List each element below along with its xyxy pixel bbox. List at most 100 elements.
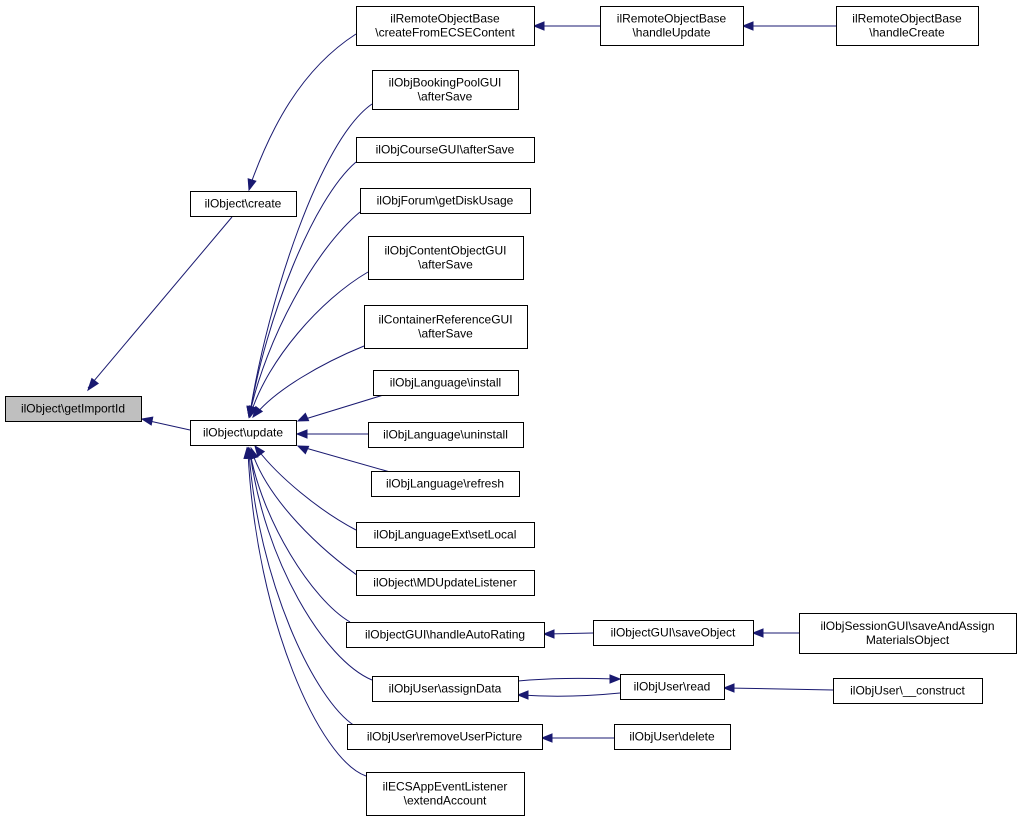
node-langRefresh[interactable]: ilObjLanguage\refresh <box>371 471 520 497</box>
node-bookingPool[interactable]: ilObjBookingPoolGUI\afterSave <box>372 70 519 110</box>
node-label: ilObjUser\assignData <box>389 682 502 696</box>
node-langInstall[interactable]: ilObjLanguage\install <box>373 370 519 396</box>
node-label: ilObjUser\removeUserPicture <box>367 730 523 744</box>
node-userConstruct[interactable]: ilObjUser\__construct <box>833 678 983 704</box>
node-label: ilObjLanguage\uninstall <box>383 428 508 442</box>
node-sessionSave[interactable]: ilObjSessionGUI\saveAndAssignMaterialsOb… <box>799 613 1017 654</box>
node-containerRef[interactable]: ilContainerReferenceGUI\afterSave <box>364 305 528 349</box>
node-box <box>600 6 744 46</box>
edge-line <box>249 103 373 414</box>
node-box <box>614 724 731 750</box>
node-label: \afterSave <box>418 258 473 272</box>
node-box <box>620 674 725 700</box>
edge-line <box>87 216 233 389</box>
node-userRead[interactable]: ilObjUser\read <box>620 674 725 700</box>
edge-forum-to-update <box>246 211 361 419</box>
node-label: ilObjLanguage\refresh <box>386 477 504 491</box>
node-createFromECSE[interactable]: ilRemoteObjectBase\createFromECSEContent <box>356 6 535 46</box>
arrowhead-icon <box>516 690 529 700</box>
edge-line <box>248 451 356 727</box>
node-box <box>372 70 519 110</box>
node-label: ilObjUser\__construct <box>850 684 965 698</box>
node-removePic[interactable]: ilObjUser\removeUserPicture <box>347 724 543 750</box>
node-autoRating[interactable]: ilObjectGUI\handleAutoRating <box>346 622 545 648</box>
node-label: ilObjContentObjectGUI <box>384 244 506 258</box>
edge-line <box>257 449 357 531</box>
edge-handleUpdate-to-createFromECSE <box>532 21 600 31</box>
node-box <box>833 678 983 704</box>
edges <box>87 21 836 777</box>
arrowhead-icon <box>296 412 310 422</box>
node-label: ilObjectGUI\saveObject <box>611 626 736 640</box>
edge-line <box>520 692 621 697</box>
edge-assignData-to-userRead <box>517 674 622 684</box>
node-getImportId[interactable]: ilObject\getImportId <box>5 396 142 422</box>
arrowhead-icon <box>540 733 553 743</box>
node-create[interactable]: ilObject\create <box>190 191 297 217</box>
node-label: ilObjUser\delete <box>629 730 715 744</box>
edge-line <box>251 451 365 581</box>
node-handleUpdate[interactable]: ilRemoteObjectBase\handleUpdate <box>600 6 744 46</box>
node-box <box>356 570 535 596</box>
node-box <box>593 620 754 646</box>
arrowhead-icon <box>542 629 555 639</box>
node-label: ilRemoteObjectBase <box>617 12 727 26</box>
edge-createFromECSE-to-create <box>247 33 357 192</box>
node-forum[interactable]: ilObjForum\getDiskUsage <box>360 188 531 214</box>
arrowhead-icon <box>296 445 310 455</box>
edge-ecsApp-to-update <box>243 446 367 777</box>
node-userDelete[interactable]: ilObjUser\delete <box>614 724 731 750</box>
node-box <box>368 422 524 448</box>
edge-line <box>249 451 373 681</box>
node-label: ilObjBookingPoolGUI <box>389 76 502 90</box>
node-label: \extendAccount <box>404 794 487 808</box>
edge-line <box>249 211 361 414</box>
edge-langInstall-to-update <box>296 392 391 422</box>
node-label: MaterialsObject <box>866 633 950 647</box>
node-box <box>364 305 528 349</box>
node-ecsApp[interactable]: ilECSAppEventListener\extendAccount <box>366 772 525 816</box>
edge-line <box>301 446 391 473</box>
node-label: \afterSave <box>418 327 473 341</box>
edge-handleCreate-to-handleUpdate <box>741 21 836 31</box>
node-label: ilRemoteObjectBase <box>852 12 962 26</box>
node-update[interactable]: ilObject\update <box>190 420 297 446</box>
node-box <box>356 522 535 548</box>
node-mdUpdate[interactable]: ilObject\MDUpdateListener <box>356 570 535 596</box>
node-langUninstall[interactable]: ilObjLanguage\uninstall <box>368 422 524 448</box>
node-box <box>799 613 1017 654</box>
node-box <box>372 676 519 702</box>
node-handleCreate[interactable]: ilRemoteObjectBase\handleCreate <box>836 6 979 46</box>
node-langExt[interactable]: ilObjLanguageExt\setLocal <box>356 522 535 548</box>
edge-line <box>546 632 594 635</box>
edge-line <box>726 687 834 691</box>
edge-line <box>255 345 365 415</box>
node-contentObj[interactable]: ilObjContentObjectGUI\afterSave <box>368 236 524 280</box>
arrowhead-icon <box>252 405 264 419</box>
arrowhead-icon <box>741 21 754 31</box>
node-label: ilObjSessionGUI\saveAndAssign <box>820 619 994 633</box>
edge-langExt-to-update <box>254 444 357 531</box>
arrowhead-icon <box>609 674 622 684</box>
edge-contentObj-to-update <box>248 271 369 419</box>
edge-containerRef-to-update <box>252 345 365 419</box>
edge-line <box>301 392 391 421</box>
node-box <box>356 137 535 163</box>
arrowhead-icon <box>254 444 266 458</box>
arrowhead-icon <box>532 21 545 31</box>
arrowhead-icon <box>722 683 735 693</box>
node-box <box>373 370 519 396</box>
node-label: \handleUpdate <box>632 26 710 40</box>
node-saveObject[interactable]: ilObjectGUI\saveObject <box>593 620 754 646</box>
node-label: ilObjForum\getDiskUsage <box>377 194 514 208</box>
node-assignData[interactable]: ilObjUser\assignData <box>372 676 519 702</box>
edge-line <box>517 677 618 682</box>
edge-saveObject-to-autoRating <box>542 629 594 639</box>
node-label: ilContainerReferenceGUI <box>378 313 512 327</box>
node-courseGUI[interactable]: ilObjCourseGUI\afterSave <box>356 137 535 163</box>
arrowhead-icon <box>243 446 253 459</box>
node-label: ilObjCourseGUI\afterSave <box>376 143 515 157</box>
node-label: ilECSAppEventListener <box>383 780 508 794</box>
arrowhead-icon <box>87 377 100 392</box>
